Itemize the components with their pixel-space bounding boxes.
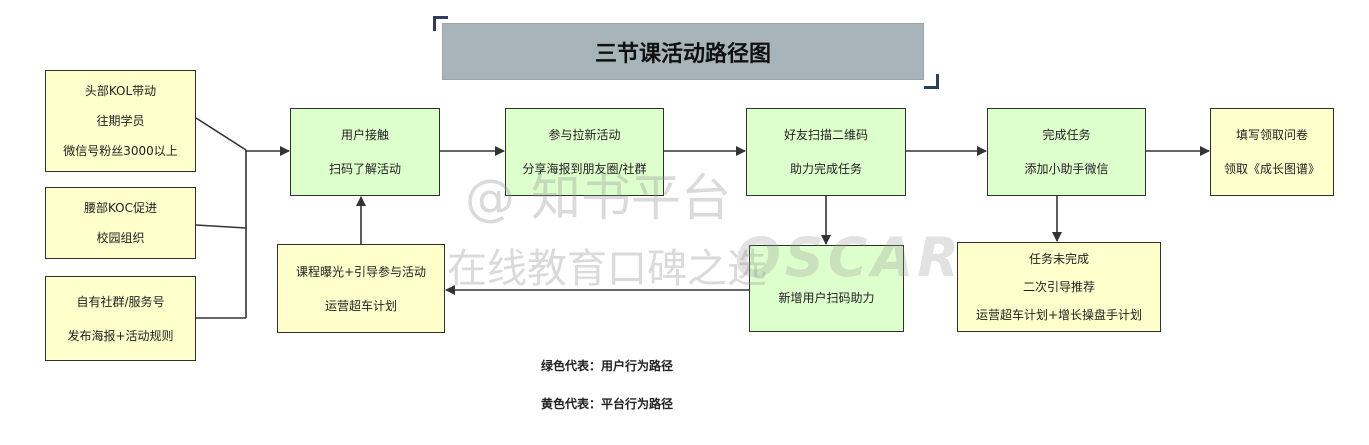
node-complete-line-2: 添加小助手微信 [1024,162,1109,176]
link-koc-merge [195,224,247,229]
node-friend-scan: 好友扫描二维码 助力完成任务 [746,108,906,196]
node-koc-line-2: 校园组织 [96,231,145,245]
node-contact-line-2: 扫码了解活动 [328,162,401,176]
node-own-line-1: 自有社群/服务号 [76,294,165,309]
node-own-line-2: 发布海报+活动规则 [67,328,174,343]
node-survey-line-2: 领取《成长图谱》 [1223,162,1320,176]
node-course-line-1: 课程曝光+引导参与活动 [295,264,427,279]
node-koc-line-1: 腰部KOC促进 [83,201,158,215]
node-course-exposure: 课程曝光+引导参与活动 运营超车计划 [277,244,445,333]
node-survey-line-1: 填写领取问卷 [1235,128,1308,142]
node-contact-line-1: 用户接触 [340,128,389,142]
node-task-complete: 完成任务 添加小助手微信 [987,108,1146,196]
node-task-unfinished: 任务未完成 二次引导推荐 运营超车计划+增长操盘手计划 [957,242,1161,332]
node-invite-line-2: 分享海报到朋友圈/社群 [522,162,647,176]
node-new-user-scan: 新增用户扫码助力 [749,245,904,332]
node-kol-line-2: 往期学员 [96,114,145,128]
node-kol: 头部KOL带动 往期学员 微信号粉丝3000以上 [45,70,196,172]
node-complete-line-1: 完成任务 [1042,128,1091,142]
node-kol-line-1: 头部KOL带动 [84,84,157,98]
node-user-contact: 用户接触 扫码了解活动 [290,108,440,196]
legend-yellow: 黄色代表：平台行为路径 [541,397,674,411]
node-own-channel: 自有社群/服务号 发布海报+活动规则 [45,276,196,361]
node-join-campaign: 参与拉新活动 分享海报到朋友圈/社群 [505,108,664,196]
node-course-line-2: 运营超车计划 [324,298,397,313]
node-unfinished-line-1: 任务未完成 [1028,252,1089,266]
link-kol-merge [195,117,247,151]
node-unfinished-line-2: 二次引导推荐 [1022,280,1095,294]
node-unfinished-line-3: 运营超车计划+增长操盘手计划 [975,308,1143,322]
title-bracket-bottom-right [924,74,939,89]
legend-green: 绿色代表：用户行为路径 [541,359,674,373]
node-survey: 填写领取问卷 领取《成长图谱》 [1210,108,1334,196]
diagram-title: 三节课活动路径图 [442,23,924,80]
title-text: 三节课活动路径图 [594,40,771,67]
node-koc: 腰部KOC促进 校园组织 [45,187,196,259]
node-scan-line-2: 助力完成任务 [789,162,862,176]
node-scan-line-1: 好友扫描二维码 [783,128,868,142]
node-newuser-line-1: 新增用户扫码助力 [778,291,875,305]
node-kol-line-3: 微信号粉丝3000以上 [63,144,178,158]
node-invite-line-1: 参与拉新活动 [548,128,621,142]
title-bracket-top-left [433,16,448,31]
